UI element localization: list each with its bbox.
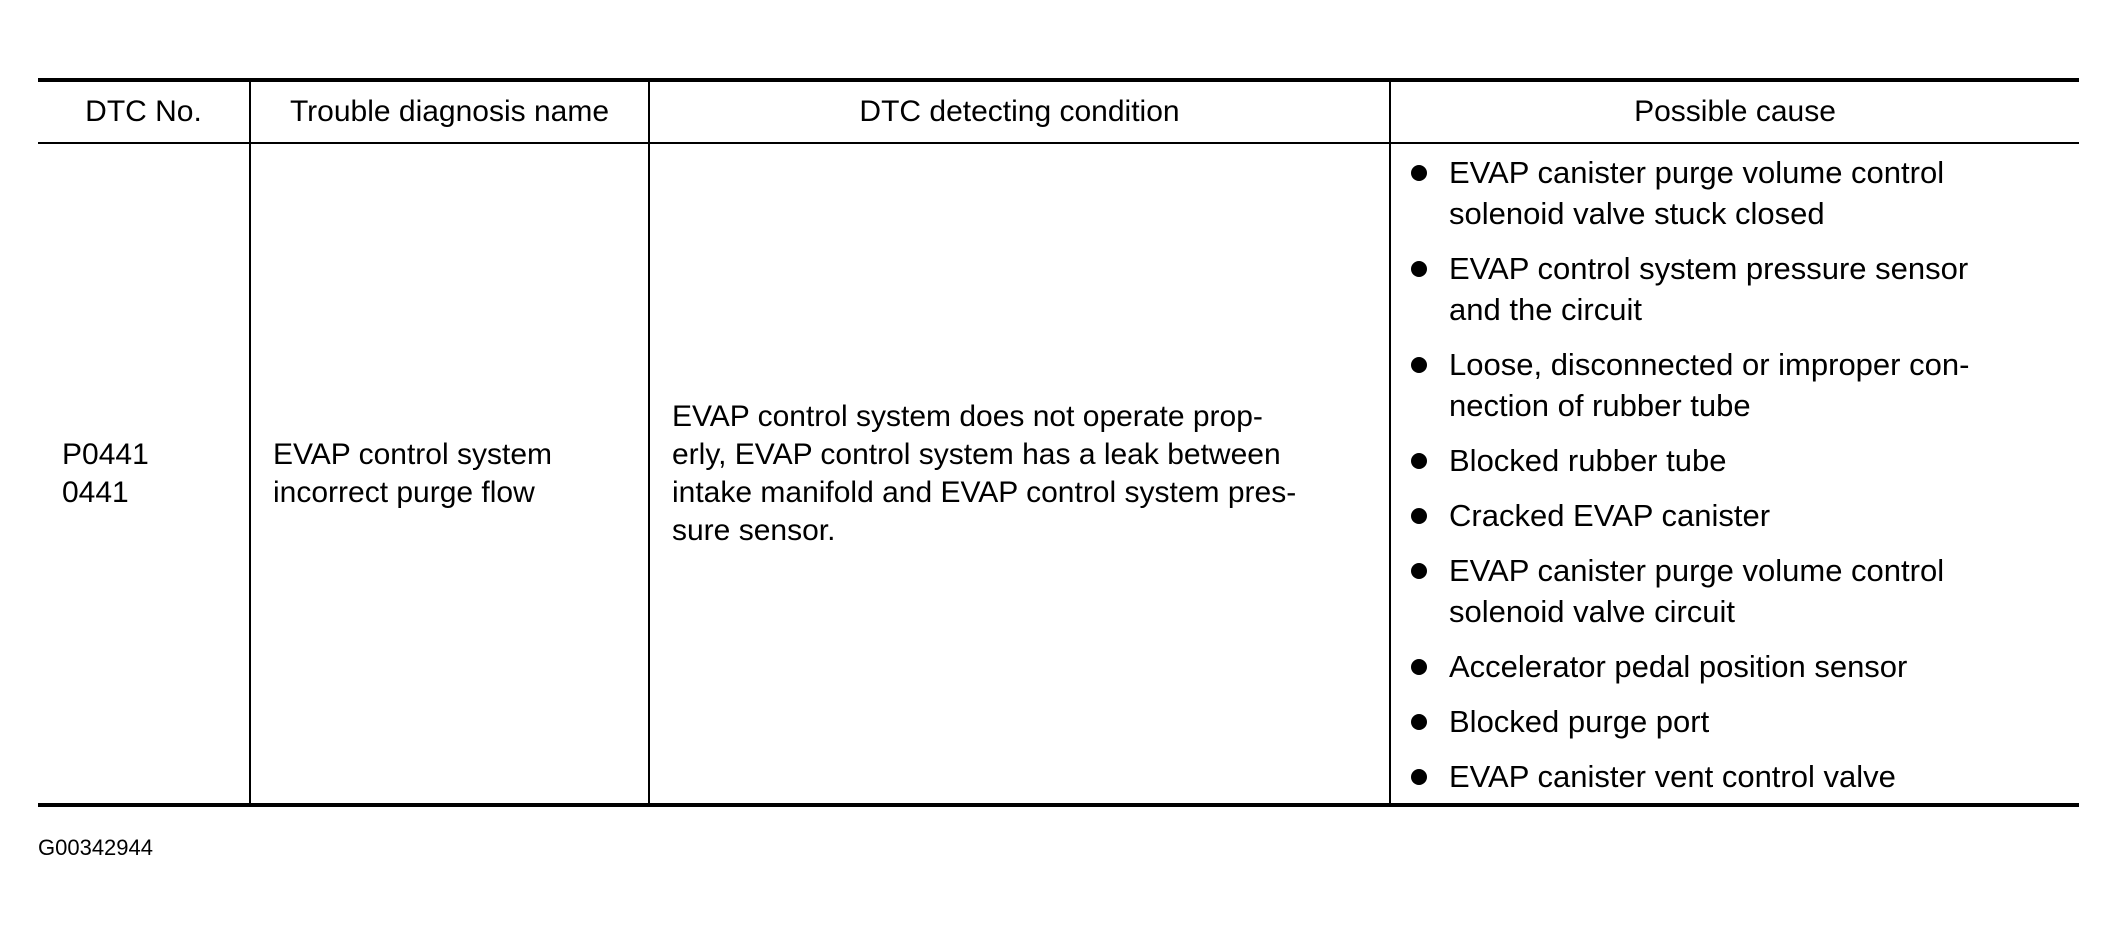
bullet-icon: [1411, 563, 1427, 579]
bullet-icon: [1411, 508, 1427, 524]
diagnosis-name-line: EVAP control system: [273, 437, 552, 471]
bullet-icon: [1411, 357, 1427, 373]
list-item: Accelerator pedal position sensor: [1409, 646, 2067, 687]
detecting-condition-cell: EVAP control system does not operate pro…: [648, 143, 1390, 805]
cause-line: solenoid valve stuck closed: [1449, 196, 1825, 231]
dtc-code-alt: 0441: [62, 475, 129, 509]
possible-cause-list: EVAP canister purge volume control solen…: [1409, 152, 2067, 797]
table-header-row: DTC No. Trouble diagnosis name DTC detec…: [38, 80, 2079, 144]
figure-id: G00342944: [38, 835, 153, 860]
header-detecting-condition: DTC detecting condition: [648, 80, 1390, 144]
cause-line: Blocked purge port: [1449, 704, 1710, 739]
header-possible-cause: Possible cause: [1389, 80, 2079, 144]
table-row: P0441 0441 EVAP control system incorrect…: [38, 143, 2079, 805]
bullet-icon: [1411, 261, 1427, 277]
dtc-table: DTC No. Trouble diagnosis name DTC detec…: [38, 78, 2079, 807]
condition-line: intake manifold and EVAP control system …: [672, 475, 1297, 509]
condition-line: erly, EVAP control system has a leak bet…: [672, 437, 1281, 471]
cause-line: EVAP control system pressure sensor: [1449, 251, 1969, 286]
list-item: EVAP canister purge volume control solen…: [1409, 550, 2067, 632]
diagnosis-name-cell: EVAP control system incorrect purge flow: [249, 143, 649, 805]
list-item: Blocked purge port: [1409, 701, 2067, 742]
list-item: Loose, disconnected or improper con- nec…: [1409, 344, 2067, 426]
dtc-code-cell: P0441 0441: [38, 143, 250, 805]
cause-line: Cracked EVAP canister: [1449, 498, 1771, 533]
cause-line: solenoid valve circuit: [1449, 594, 1736, 629]
list-item: Blocked rubber tube: [1409, 440, 2067, 481]
condition-line: sure sensor.: [672, 513, 836, 547]
cause-line: EVAP canister purge volume control: [1449, 155, 1945, 190]
header-diagnosis-name: Trouble diagnosis name: [249, 80, 649, 144]
possible-cause-cell: EVAP canister purge volume control solen…: [1389, 143, 2079, 805]
cause-line: Accelerator pedal position sensor: [1449, 649, 1908, 684]
cause-line: EVAP canister vent control valve: [1449, 759, 1896, 794]
bullet-icon: [1411, 769, 1427, 785]
list-item: Cracked EVAP canister: [1409, 495, 2067, 536]
bullet-icon: [1411, 453, 1427, 469]
list-item: EVAP canister vent control valve: [1409, 756, 2067, 797]
cause-line: nection of rubber tube: [1449, 388, 1751, 423]
cause-line: EVAP canister purge volume control: [1449, 553, 1945, 588]
bullet-icon: [1411, 165, 1427, 181]
cause-line: and the circuit: [1449, 292, 1642, 327]
cause-line: Loose, disconnected or improper con-: [1449, 347, 1970, 382]
cause-line: Blocked rubber tube: [1449, 443, 1727, 478]
bullet-icon: [1411, 659, 1427, 675]
diagnosis-name-line: incorrect purge flow: [273, 475, 535, 509]
list-item: EVAP canister purge volume control solen…: [1409, 152, 2067, 234]
list-item: EVAP control system pressure sensor and …: [1409, 248, 2067, 330]
condition-line: EVAP control system does not operate pro…: [672, 399, 1263, 433]
header-dtc-no: DTC No.: [38, 80, 250, 144]
bullet-icon: [1411, 714, 1427, 730]
dtc-code: P0441: [62, 437, 149, 471]
